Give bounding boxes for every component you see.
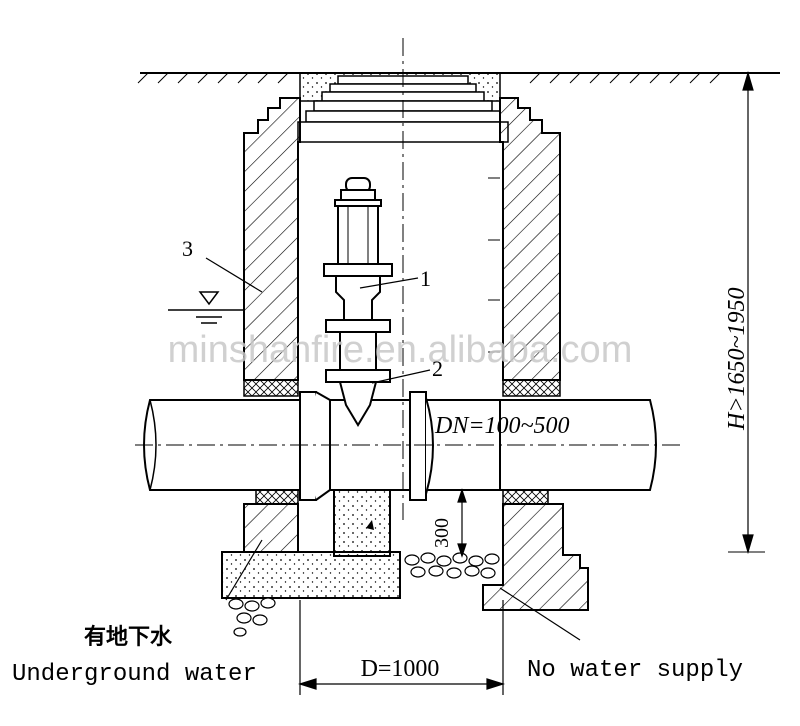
groundwater-label-cn: 有地下水 (84, 624, 173, 649)
width-label: D=1000 (361, 656, 440, 682)
left-lower-wall (243, 503, 299, 553)
no-water-supply-label: No water supply (527, 657, 743, 684)
concrete-base-slab (221, 551, 401, 599)
pier-mark (366, 520, 374, 530)
height-dimension (728, 70, 765, 555)
water-level-symbol (168, 291, 244, 324)
left-well-wall (243, 97, 301, 381)
leader-lines (205, 257, 581, 641)
watermark-text: minshanfire.en.alibaba.com (168, 329, 633, 371)
part-label-1: 1 (420, 266, 431, 291)
base-height-dimension (457, 488, 467, 558)
height-label: H>1650~1950 (724, 287, 750, 431)
diameter-dimension (297, 600, 506, 695)
base-height-label: 300 (431, 518, 453, 548)
right-well-wall (499, 97, 561, 381)
part-label-2: 2 (432, 356, 443, 381)
support-pier (333, 489, 391, 557)
pipe-seal-rings (243, 379, 561, 505)
underground-hydrant (323, 177, 393, 427)
groundwater-label-en: Underground water (12, 661, 257, 688)
right-lower-wall (482, 503, 589, 611)
pipe-tee-fitting (299, 391, 434, 501)
gravel-layer (228, 552, 500, 637)
wall-joint-marks (488, 177, 500, 353)
part-label-3: 3 (182, 236, 193, 261)
pipe-dn-label: DN=100~500 (434, 413, 570, 439)
